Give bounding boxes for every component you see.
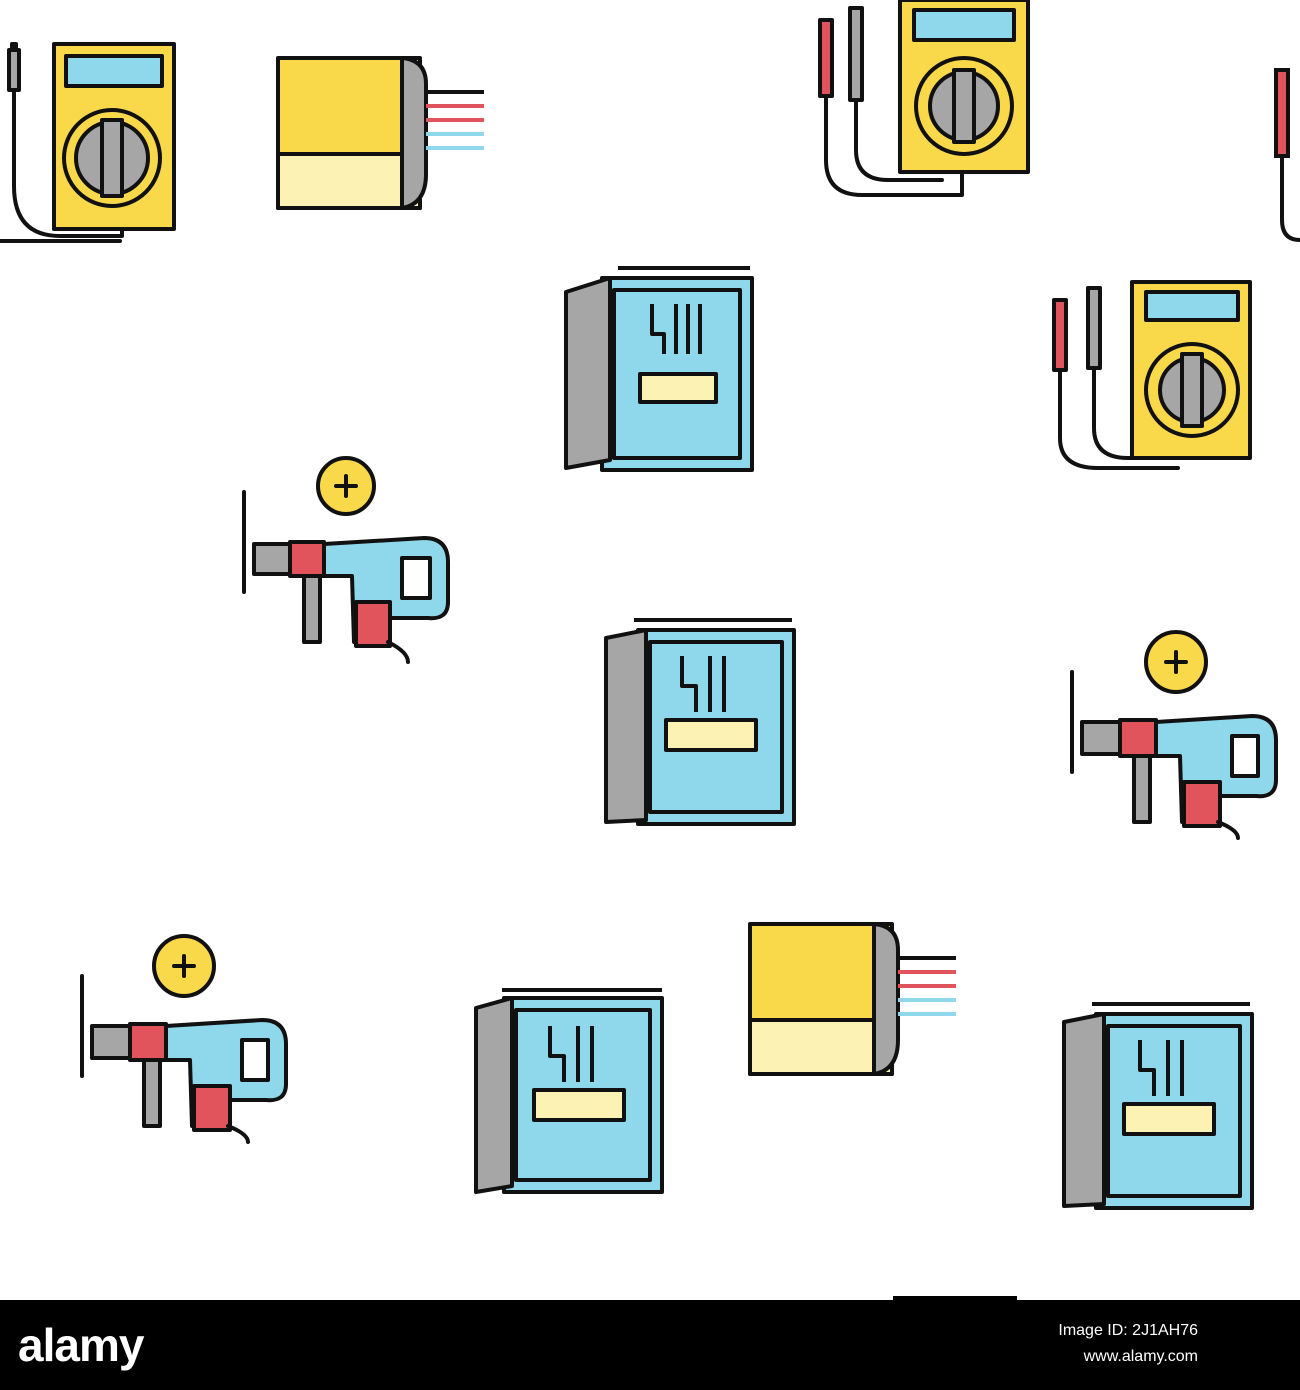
footer-divider — [893, 1296, 1017, 1302]
multimeter-probe-icon — [1274, 68, 1300, 242]
cable-channel-icon — [276, 56, 484, 210]
multimeter-icon — [818, 0, 1030, 197]
electrical-panel-icon — [564, 266, 754, 472]
multimeter-icon — [0, 42, 176, 243]
seamless-icon-pattern — [0, 0, 1300, 1210]
alamy-logo: alamy — [18, 1319, 144, 1371]
multimeter-icon — [1052, 280, 1252, 470]
cable-channel-icon — [748, 922, 956, 1076]
hammer-drill-icon — [242, 456, 450, 664]
hammer-drill-icon — [80, 934, 288, 1144]
site-url-label: www.alamy.com — [1083, 1348, 1198, 1365]
electrical-panel-icon — [604, 618, 796, 826]
stock-footer-bar: alamy Image ID: 2J1AH76 www.alamy.com — [0, 1296, 1300, 1390]
electrical-panel-icon — [1062, 1002, 1254, 1210]
image-id-label: Image ID: 2J1AH76 — [1058, 1322, 1198, 1339]
electrical-panel-icon — [474, 988, 664, 1194]
hammer-drill-icon — [1070, 630, 1278, 840]
